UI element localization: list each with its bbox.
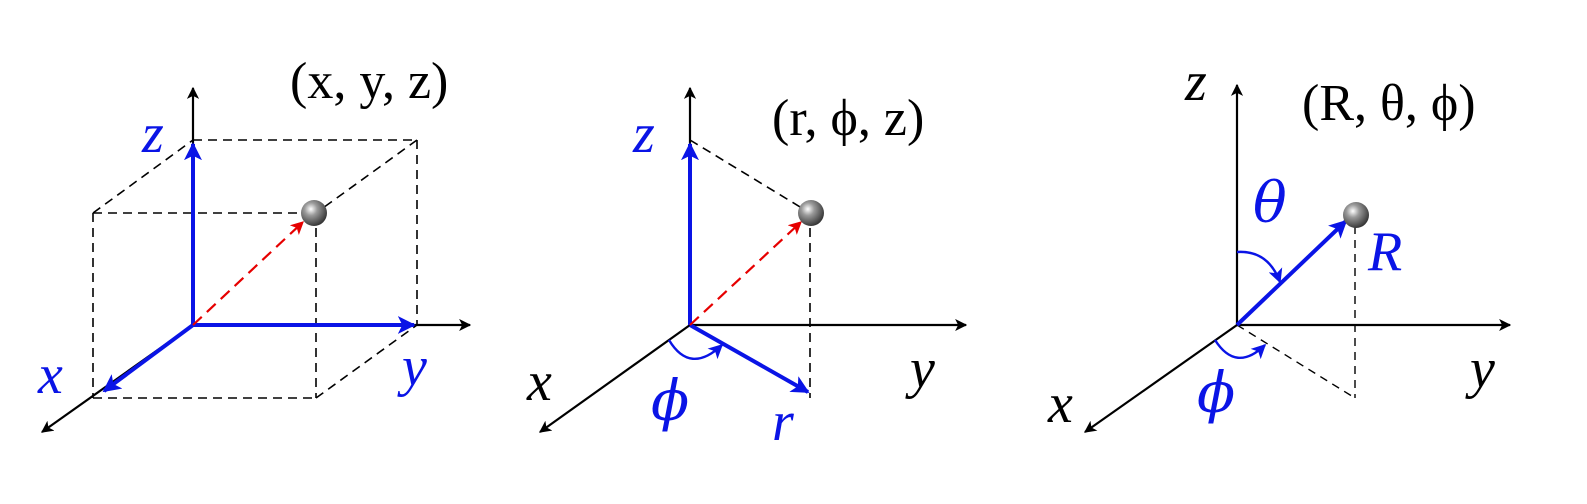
cylindrical-x-axis bbox=[539, 324, 691, 433]
cylindrical-point bbox=[798, 200, 824, 226]
cartesian-x-label: x bbox=[37, 344, 63, 406]
spherical-R-label: R bbox=[1367, 221, 1402, 283]
cylindrical-r-vector bbox=[689, 323, 810, 394]
panel-cartesian: (x, y, z) z x y bbox=[37, 53, 472, 433]
panel-cylindrical: (r, ϕ, z) z x y ϕ r bbox=[526, 86, 968, 453]
cylindrical-z-label: z bbox=[632, 103, 655, 165]
cartesian-coords-label: (x, y, z) bbox=[290, 53, 448, 110]
spherical-x-axis bbox=[1084, 324, 1238, 433]
spherical-y-label: y bbox=[1465, 338, 1495, 400]
spherical-theta-arc bbox=[1236, 250, 1283, 284]
cartesian-point bbox=[301, 200, 327, 226]
spherical-x-label: x bbox=[1047, 373, 1073, 435]
panel-spherical: (R, θ, ϕ) z x y θ R ϕ bbox=[1047, 51, 1512, 435]
spherical-z-label: z bbox=[1184, 51, 1207, 113]
cartesian-x-vector bbox=[102, 323, 195, 393]
cartesian-z-label: z bbox=[141, 103, 164, 165]
cylindrical-position-vector bbox=[689, 221, 802, 326]
cylindrical-phi-label: ϕ bbox=[651, 369, 689, 434]
spherical-phi-arc bbox=[1213, 339, 1267, 360]
cylindrical-phi-arc bbox=[667, 339, 724, 361]
cartesian-y-label: y bbox=[397, 336, 427, 398]
cylindrical-coords-label: (r, ϕ, z) bbox=[772, 90, 924, 147]
cylindrical-x-label: x bbox=[526, 351, 552, 413]
spherical-theta-label: θ bbox=[1253, 171, 1287, 236]
spherical-R-vector bbox=[1235, 219, 1348, 327]
spherical-coords-label: (R, θ, ϕ) bbox=[1302, 75, 1476, 132]
spherical-helper-lines bbox=[1236, 226, 1356, 399]
cylindrical-r-label: r bbox=[772, 391, 794, 453]
spherical-phi-label: ϕ bbox=[1197, 361, 1235, 426]
spherical-point bbox=[1343, 202, 1369, 228]
cylindrical-y-label: y bbox=[905, 338, 935, 400]
cartesian-box-edges bbox=[92, 139, 418, 399]
cartesian-position-vector bbox=[192, 221, 304, 326]
cylindrical-helper-lines bbox=[689, 139, 811, 398]
